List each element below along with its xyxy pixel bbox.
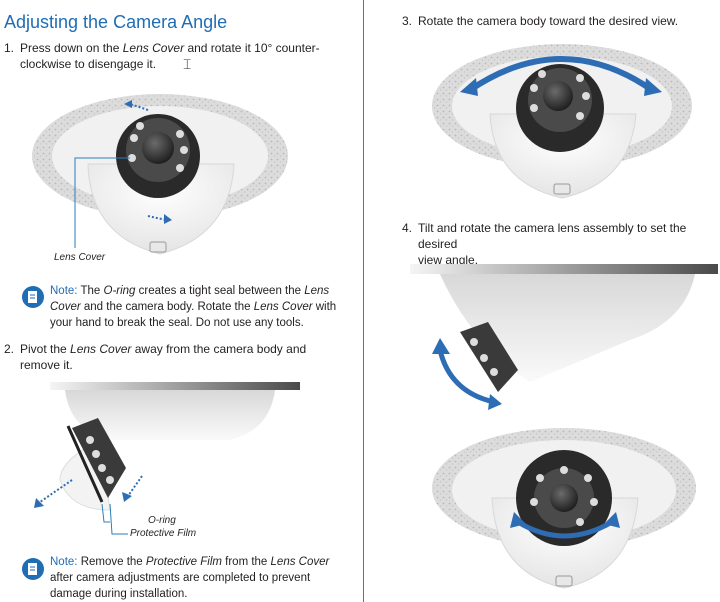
note-text: after camera adjustments are completed t… [50, 572, 311, 584]
note-text: Remove the [77, 556, 146, 568]
note-text: The [77, 285, 104, 297]
note-text: from the [221, 556, 271, 568]
step-number: 1. [4, 41, 15, 55]
step-text: view angle. [418, 253, 479, 267]
camera-dome-illustration-1 [32, 94, 288, 255]
step-1: 1. Press down on the Lens Cover and rota… [4, 40, 344, 74]
step-text: clockwise to disengage it. [20, 57, 157, 71]
note-icon [22, 286, 44, 308]
step-text: Tilt and rotate the camera lens assembly… [418, 221, 687, 251]
step-4: 4. Tilt and rotate the camera lens assem… [402, 220, 720, 267]
note-text: with [312, 301, 337, 313]
step-text: Pivot the [20, 342, 71, 356]
step-number: 2. [4, 342, 15, 356]
camera-dome-illustration-3 [432, 44, 692, 199]
step-2: 2. Pivot the Lens Cover away from the ca… [4, 341, 344, 375]
note-label: Note: [50, 285, 78, 297]
note-text-emphasis: Cover [50, 301, 81, 313]
step-3: 3. Rotate the camera body toward the des… [402, 13, 720, 31]
note-text-emphasis: Protective Film [145, 556, 222, 568]
camera-side-illustration-4 [410, 264, 718, 410]
note-2: Note: Remove the Protective Film from th… [50, 554, 350, 602]
text-cursor-icon: ⌶ [183, 56, 192, 72]
note-label: Note: [50, 556, 78, 568]
note-icon [22, 558, 44, 580]
step-text: Press down on the [20, 41, 123, 55]
column-divider [363, 0, 364, 602]
step-text: Rotate the camera body toward the desire… [418, 14, 679, 28]
note-text: creates a tight seal between the [135, 285, 305, 297]
step-text: away from the camera body and [131, 342, 307, 356]
note-text-emphasis: Lens [304, 285, 330, 297]
note-text-emphasis: O-ring [103, 285, 136, 297]
page-title: Adjusting the Camera Angle [4, 12, 228, 32]
step-text-emphasis: Lens Cover [122, 41, 185, 55]
note-text: and the camera body. Rotate the [80, 301, 254, 313]
step-text: and rotate it 10° counter- [184, 41, 320, 55]
note-text: your hand to break the seal. Do not use … [50, 317, 304, 329]
camera-dome-illustration-4b [432, 428, 696, 589]
note-text-emphasis: Lens Cover [270, 556, 330, 568]
note-text: damage during installation. [50, 588, 188, 600]
step-number: 3. [402, 14, 413, 28]
note-1: Note: The O-ring creates a tight seal be… [50, 283, 350, 331]
caption-o-ring: O-ring [148, 515, 176, 526]
step-number: 4. [402, 221, 413, 235]
step-text-emphasis: Lens Cover [70, 342, 132, 356]
caption-protective-film: Protective Film [130, 528, 197, 539]
camera-side-illustration-2 [34, 382, 300, 535]
note-text-emphasis: Lens Cover [253, 301, 313, 313]
step-text: remove it. [20, 358, 73, 372]
caption-lens-cover: Lens Cover [54, 252, 106, 263]
